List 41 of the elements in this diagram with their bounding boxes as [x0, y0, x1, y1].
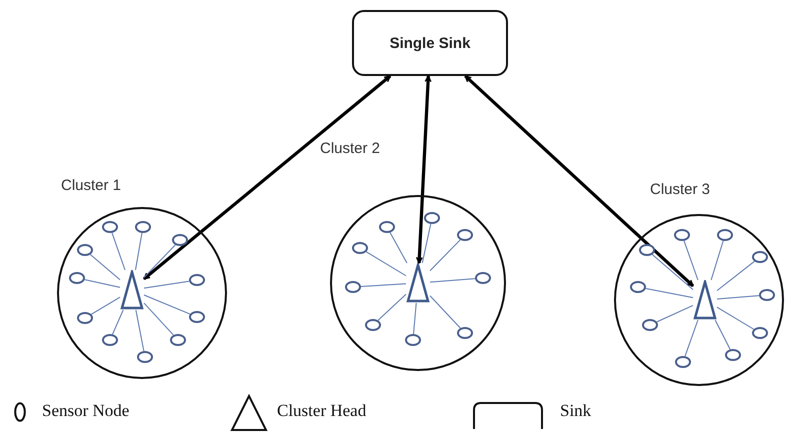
sensor-node [674, 229, 690, 241]
legend-label: Cluster Head [277, 401, 366, 421]
sensor-node [102, 334, 118, 346]
sensor-node [675, 356, 691, 368]
sensor-node [135, 221, 151, 233]
sensor-node [352, 242, 368, 254]
sensor-node [752, 327, 768, 339]
cluster-label: Cluster 2 [320, 140, 380, 157]
sensor-node [405, 334, 421, 346]
sensor-node [69, 272, 85, 284]
sensor-node [457, 229, 473, 241]
cluster-label: Cluster 1 [61, 177, 122, 194]
legend-label: Sink [560, 401, 592, 421]
sensor-node [77, 244, 93, 256]
legend-label: Sensor Node [42, 401, 130, 421]
sensor-node [457, 327, 473, 339]
sensor-node [189, 311, 205, 323]
sensor-node [759, 289, 775, 301]
cluster-head-triangle [120, 270, 144, 310]
sensor-node [379, 221, 395, 233]
sensor-node [137, 351, 153, 363]
sensor-node [475, 272, 491, 284]
sensor-node [365, 319, 381, 331]
cluster-head-triangle [406, 263, 430, 303]
sensor-node [77, 312, 93, 324]
sensor-node [725, 349, 741, 361]
sensor-node [630, 281, 646, 293]
sensor-node [752, 251, 768, 263]
sink-label: Single Sink [390, 34, 470, 52]
sensor-node [102, 221, 118, 233]
sensor-node [639, 244, 655, 256]
sensor-node [172, 234, 188, 246]
sink-box [352, 10, 508, 76]
sensor-node [189, 274, 205, 286]
sensor-node [642, 319, 658, 331]
sensor-node [717, 229, 733, 241]
cluster-head-triangle [693, 280, 717, 320]
sensor-node [345, 281, 361, 293]
cluster-label: Cluster 3 [650, 181, 710, 198]
sensor-node [170, 334, 186, 346]
sensor-node [424, 212, 440, 224]
